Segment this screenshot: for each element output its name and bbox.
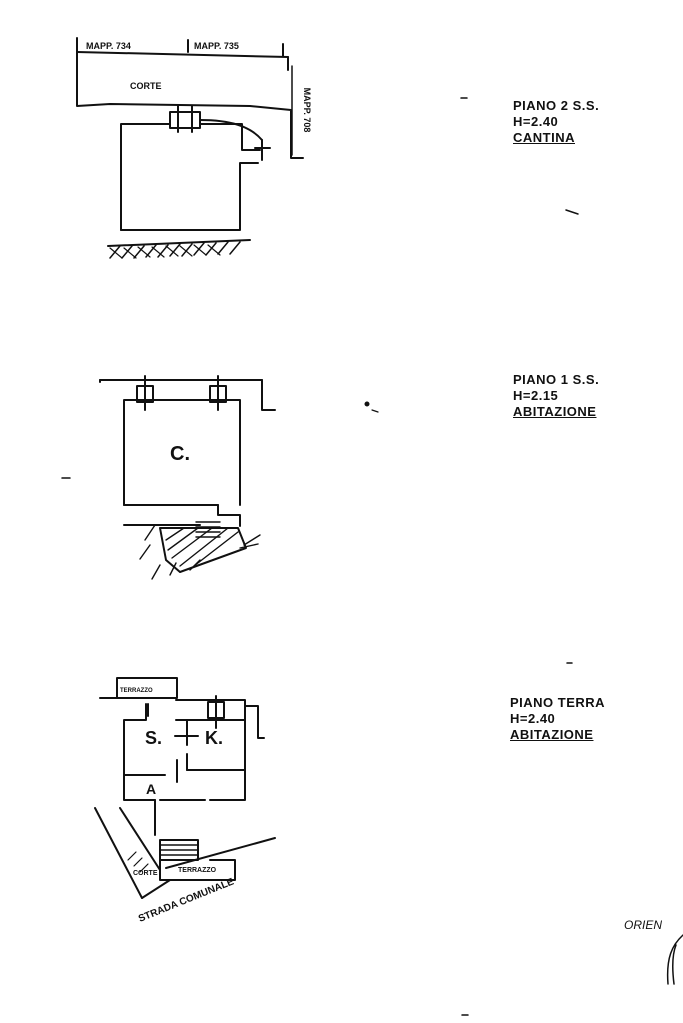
orientation-label: ORIEN [624, 918, 663, 932]
room-c-label: C. [170, 443, 190, 465]
caption-title: PIANO 1 S.S. [513, 372, 600, 387]
plan-piano-2ss [76, 37, 304, 259]
caption-use: ABITAZIONE [510, 727, 594, 742]
caption-piano-terra: PIANO TERRA H=2.40 ABITAZIONE [510, 695, 605, 743]
terrazzo-bottom-label: TERRAZZO [178, 867, 217, 874]
caption-height: H=2.15 [513, 388, 559, 403]
plan-piano-1ss [99, 375, 276, 580]
corte-ground-label: CORTE [133, 870, 158, 877]
caption-use: ABITAZIONE [513, 404, 597, 419]
north-arrow-icon [666, 934, 683, 985]
caption-title: PIANO 2 S.S. [513, 98, 600, 113]
room-k-label: K. [205, 728, 223, 748]
caption-piano-2ss: PIANO 2 S.S. H=2.40 CANTINA [513, 98, 599, 146]
mapp-734-label: MAPP. 734 [86, 41, 131, 51]
terrazzo-top-label: TERRAZZO [120, 688, 153, 694]
mapp-708-label: MAPP. 708 [302, 88, 312, 133]
strada-comunale-label: STRADA COMUNALE [137, 876, 236, 924]
plan-piano-terra [94, 677, 276, 899]
mapp-735-label: MAPP. 735 [194, 41, 239, 51]
caption-height: H=2.40 [510, 711, 556, 726]
room-a-label: A [146, 781, 156, 797]
room-s-label: S. [145, 728, 162, 748]
caption-title: PIANO TERRA [510, 695, 606, 710]
caption-height: H=2.40 [513, 114, 559, 129]
corte-label: CORTE [130, 81, 162, 91]
caption-piano-1ss: PIANO 1 S.S. H=2.15 ABITAZIONE [513, 372, 599, 420]
caption-use: CANTINA [513, 130, 575, 145]
